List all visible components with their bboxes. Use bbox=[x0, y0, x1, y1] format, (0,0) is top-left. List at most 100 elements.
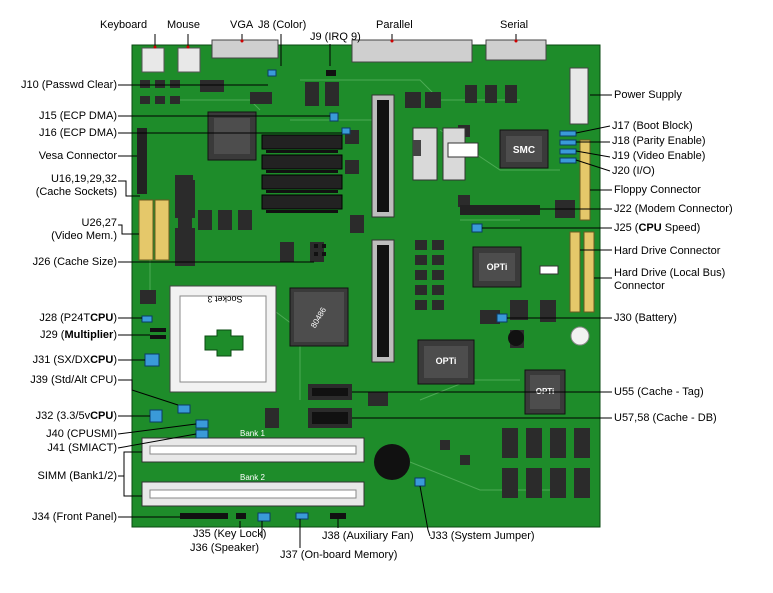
label-u16-line2: (Cache Sockets) bbox=[35, 186, 117, 198]
label-j41: J41 (SMIACT) bbox=[47, 442, 117, 454]
power-connector bbox=[569, 67, 589, 125]
label-hdd: Hard Drive Connector bbox=[614, 245, 721, 257]
label-j10: J10 (Passwd Clear) bbox=[21, 79, 117, 91]
label-serial: Serial bbox=[500, 19, 529, 31]
buzzer bbox=[508, 330, 524, 346]
mouse-port bbox=[177, 47, 201, 73]
unpopulated-jumpers bbox=[150, 70, 336, 339]
label-j32: J32 (3.3/5vCPU) bbox=[36, 410, 117, 423]
label-j26: J26 (Cache Size) bbox=[32, 256, 117, 268]
jumper-j32 bbox=[149, 409, 163, 423]
jumpers bbox=[141, 69, 577, 522]
jumper-j41 bbox=[195, 429, 209, 439]
label-j35: J35 (Key Lock) bbox=[193, 528, 267, 540]
leader-bullets bbox=[153, 39, 518, 49]
jumper-j19 bbox=[559, 148, 577, 155]
speaker bbox=[374, 444, 410, 480]
label-j18: J18 (Parity Enable) bbox=[612, 135, 706, 147]
label-j17: J17 (Boot Block) bbox=[612, 120, 693, 132]
label-j32-cpu: CPU bbox=[90, 410, 114, 422]
jumper-j15 bbox=[329, 112, 339, 122]
label-j31-text: J31 (SX/DX bbox=[32, 354, 91, 366]
battery bbox=[570, 326, 590, 346]
jumper-j18 bbox=[559, 139, 577, 146]
video-memory-chip-2 bbox=[175, 180, 195, 218]
label-hdd-local-bus: Hard Drive (Local Bus) Connector bbox=[614, 267, 725, 293]
serial-port bbox=[485, 39, 547, 61]
label-j28-text: J28 (P24T bbox=[39, 312, 91, 324]
jumper-j37 bbox=[295, 512, 309, 520]
label-power-supply: Power Supply bbox=[614, 89, 682, 101]
label-j20: J20 (I/O) bbox=[612, 165, 655, 177]
label-u57: U57,58 (Cache - DB) bbox=[614, 412, 717, 424]
label-j36: J36 (Speaker) bbox=[190, 542, 260, 554]
label-floppy: Floppy Connector bbox=[614, 184, 701, 196]
jumper-j36 bbox=[257, 512, 271, 522]
simm-bank-2-label: Bank 2 bbox=[240, 473, 265, 482]
label-j29: J29 (Multiplier) bbox=[40, 329, 117, 342]
hard-drive-local-bus-header bbox=[583, 231, 595, 313]
small-chips bbox=[140, 80, 575, 428]
label-j39: J39 (Std/Alt CPU) bbox=[30, 374, 117, 386]
vga-port bbox=[211, 39, 279, 59]
jumper-j25 bbox=[471, 223, 483, 233]
hard-drive-connector-header bbox=[569, 231, 581, 313]
keylock-header bbox=[236, 513, 246, 519]
label-hdd-local-bus-line2: Connector bbox=[614, 280, 665, 292]
label-j28-close: ) bbox=[113, 312, 117, 324]
label-j31: J31 (SX/DXCPU) bbox=[33, 354, 117, 367]
label-parallel: Parallel bbox=[376, 19, 413, 31]
label-j40: J40 (CPUSMI) bbox=[46, 428, 117, 440]
label-vga: VGA bbox=[230, 19, 254, 31]
label-u55: U55 (Cache - Tag) bbox=[614, 386, 704, 398]
label-u26-line2: (Video Mem.) bbox=[51, 230, 117, 242]
label-u26-line1: U26,27 bbox=[81, 217, 117, 229]
jumper-j10 bbox=[267, 69, 277, 77]
label-j8: J8 (Color) bbox=[258, 19, 307, 31]
cache-sockets bbox=[261, 134, 343, 210]
jumper-j39 bbox=[177, 404, 191, 414]
video-memory-chip bbox=[175, 228, 195, 266]
label-j29-text: J29 ( bbox=[39, 329, 65, 341]
jumper-j17 bbox=[559, 130, 577, 137]
label-hdd-local-bus-line1: Hard Drive (Local Bus) bbox=[614, 267, 726, 279]
ram-chip-array bbox=[415, 240, 444, 310]
label-j29-multiplier: Multiplier bbox=[64, 329, 114, 341]
label-j29-close: ) bbox=[113, 329, 117, 341]
label-vesa: Vesa Connector bbox=[38, 150, 117, 162]
label-j28: J28 (P24TCPU) bbox=[39, 312, 117, 325]
jumper-j16 bbox=[341, 127, 351, 135]
keyboard-port bbox=[141, 47, 165, 73]
label-j37: J37 (On-board Memory) bbox=[280, 549, 398, 561]
parallel-port bbox=[351, 39, 473, 63]
label-j32-text: J32 (3.3/5v bbox=[35, 410, 91, 422]
label-j31-close: ) bbox=[113, 354, 117, 366]
jumper-j40 bbox=[195, 419, 209, 429]
floppy-connector-header bbox=[579, 139, 591, 221]
label-simm: SIMM (Bank1/2) bbox=[37, 470, 117, 482]
label-j38: J38 (Auxiliary Fan) bbox=[322, 530, 414, 542]
label-u16-line1: U16,19,29,32 bbox=[50, 173, 117, 185]
label-j22: J22 (Modem Connector) bbox=[614, 203, 733, 215]
jumper-j30 bbox=[496, 313, 508, 323]
opti-chip-2-label: OPTi bbox=[436, 356, 457, 366]
label-j25: J25 (CPU Speed) bbox=[614, 222, 700, 235]
jumper-j33 bbox=[414, 477, 426, 487]
leader-lines bbox=[117, 34, 612, 548]
cache-socket-pins bbox=[266, 150, 338, 213]
jumper-j20 bbox=[559, 157, 577, 164]
label-j34: J34 (Front Panel) bbox=[32, 511, 117, 523]
cpu-socket-label: Socket 3 bbox=[207, 294, 242, 304]
label-j31-cpu: CPU bbox=[90, 354, 114, 366]
label-keyboard: Keyboard bbox=[100, 19, 148, 31]
label-j32-close: ) bbox=[113, 410, 117, 422]
onboard-memory-chips bbox=[440, 428, 590, 498]
label-j33: J33 (System Jumper) bbox=[430, 530, 535, 542]
label-j28-cpu: CPU bbox=[90, 312, 114, 324]
label-j25-cpu: CPU bbox=[638, 222, 662, 234]
front-panel-header bbox=[180, 513, 228, 519]
label-j9: J9 (IRQ 9) bbox=[310, 31, 361, 43]
label-mouse: Mouse bbox=[167, 19, 201, 31]
